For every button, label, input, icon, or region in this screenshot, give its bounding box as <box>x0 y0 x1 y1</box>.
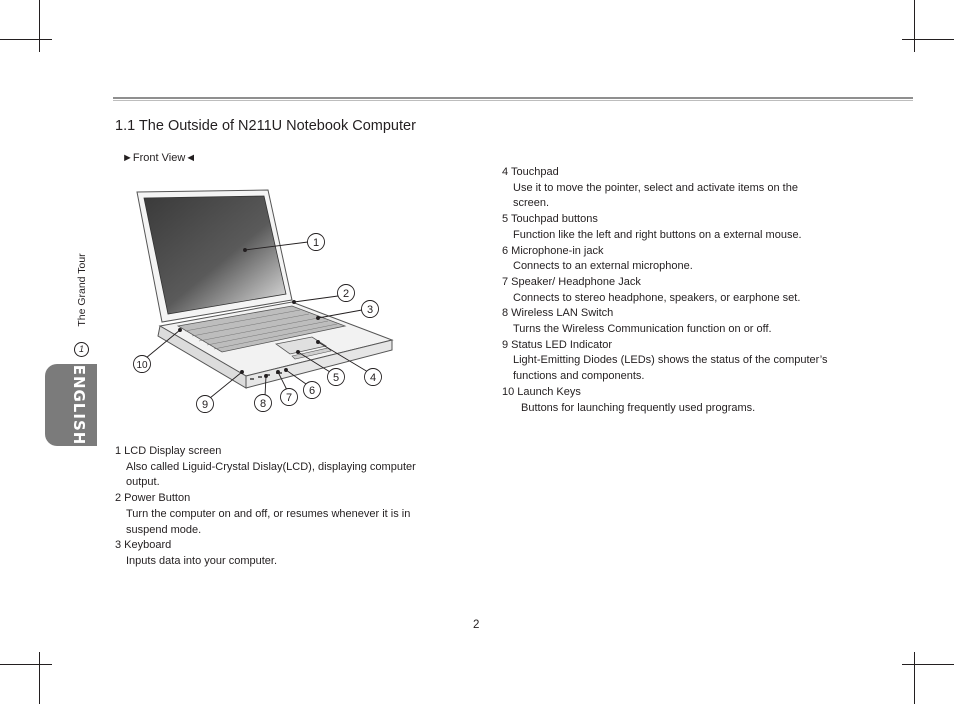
item-heading: 2 Power Button <box>115 492 191 505</box>
item-heading: 3 Keyboard <box>115 539 172 552</box>
left-description-list: 1 LCD Display screen Also called Liguid-… <box>115 444 435 570</box>
callout-label-3: 3 <box>367 304 373 316</box>
callout-label-10: 10 <box>136 360 148 371</box>
callout-3 <box>361 300 379 318</box>
callout-2 <box>337 284 355 302</box>
callout-7 <box>280 388 298 406</box>
list-item: 3 Keyboard Inputs data into your compute… <box>115 538 435 569</box>
chapter-number: 1 <box>74 342 89 357</box>
item-heading: 7 Speaker/ Headphone Jack <box>502 275 641 288</box>
item-heading: 1 LCD Display screen <box>115 445 222 457</box>
item-heading: 8 Wireless LAN Switch <box>502 307 614 320</box>
item-heading: 10 Launch Keys <box>502 385 581 398</box>
list-item: 8 Wireless LAN Switch Turns the Wireless… <box>502 306 852 337</box>
list-item: 5 Touchpad buttons Function like the lef… <box>502 212 852 243</box>
list-item: 4 Touchpad Use it to move the pointer, s… <box>502 165 852 212</box>
list-item: 9 Status LED Indicator Light-Emitting Di… <box>502 338 852 385</box>
callout-10 <box>133 355 151 373</box>
header-rule <box>113 97 913 99</box>
item-heading: 4 Touchpad <box>502 166 559 178</box>
item-description: Function like the left and right buttons… <box>513 228 802 241</box>
item-description: Inputs data into your computer. <box>126 554 278 567</box>
header-rule-thin <box>113 100 913 101</box>
callout-4 <box>364 368 382 386</box>
callout-label-4: 4 <box>370 372 376 384</box>
list-item: 7 Speaker/ Headphone Jack Connects to st… <box>502 275 852 306</box>
section-title: 1.1 The Outside of N211U Notebook Comput… <box>115 118 416 134</box>
chapter-label: The Grand Tour <box>76 253 88 327</box>
callout-label-1: 1 <box>313 237 319 249</box>
item-description: Light-Emitting Diodes (LEDs) shows the s… <box>513 354 828 383</box>
callout-1 <box>307 233 325 251</box>
item-description: Turns the Wireless Communication functio… <box>513 323 772 336</box>
item-description: Also called Liguid-Crystal Dislay(LCD), … <box>126 460 416 489</box>
callout-label-2: 2 <box>343 288 349 300</box>
language-tab <box>45 364 97 446</box>
item-heading: 5 Touchpad buttons <box>502 213 598 226</box>
item-description: Use it to move the pointer, select and a… <box>513 181 798 210</box>
item-heading: 6 Microphone-in jack <box>502 244 604 257</box>
page-number: 2 <box>473 619 480 631</box>
language-tab-label: ENGLISH <box>70 364 88 446</box>
list-item: 1 LCD Display screen Also called Liguid-… <box>115 444 435 491</box>
callout-label-5: 5 <box>333 372 339 384</box>
right-description-list: 4 Touchpad Use it to move the pointer, s… <box>502 165 852 416</box>
callout-8 <box>254 394 272 412</box>
callout-label-8: 8 <box>260 398 266 410</box>
laptop-illustration: 1 2 3 4 5 6 7 8 9 10 <box>133 189 394 413</box>
list-item: 2 Power Button Turn the computer on and … <box>115 491 435 538</box>
list-item: 6 Microphone-in jack Connects to an exte… <box>502 244 852 275</box>
callout-6 <box>303 381 321 399</box>
item-heading: 9 Status LED Indicator <box>502 338 613 351</box>
callout-label-6: 6 <box>309 385 315 397</box>
item-description: Connects to stereo headphone, speakers, … <box>513 291 801 304</box>
callout-label-9: 9 <box>202 399 208 411</box>
callout-5 <box>327 368 345 386</box>
item-description: Turn the computer on and off, or resumes… <box>126 507 411 536</box>
item-description: Buttons for launching frequently used pr… <box>521 401 756 414</box>
callout-9 <box>196 395 214 413</box>
callout-label-7: 7 <box>286 392 292 404</box>
item-description: Connects to an external microphone. <box>513 260 693 273</box>
list-item: 10 Launch Keys Buttons for launching fre… <box>502 385 852 416</box>
front-view-label: ►Front View◄ <box>122 152 197 164</box>
